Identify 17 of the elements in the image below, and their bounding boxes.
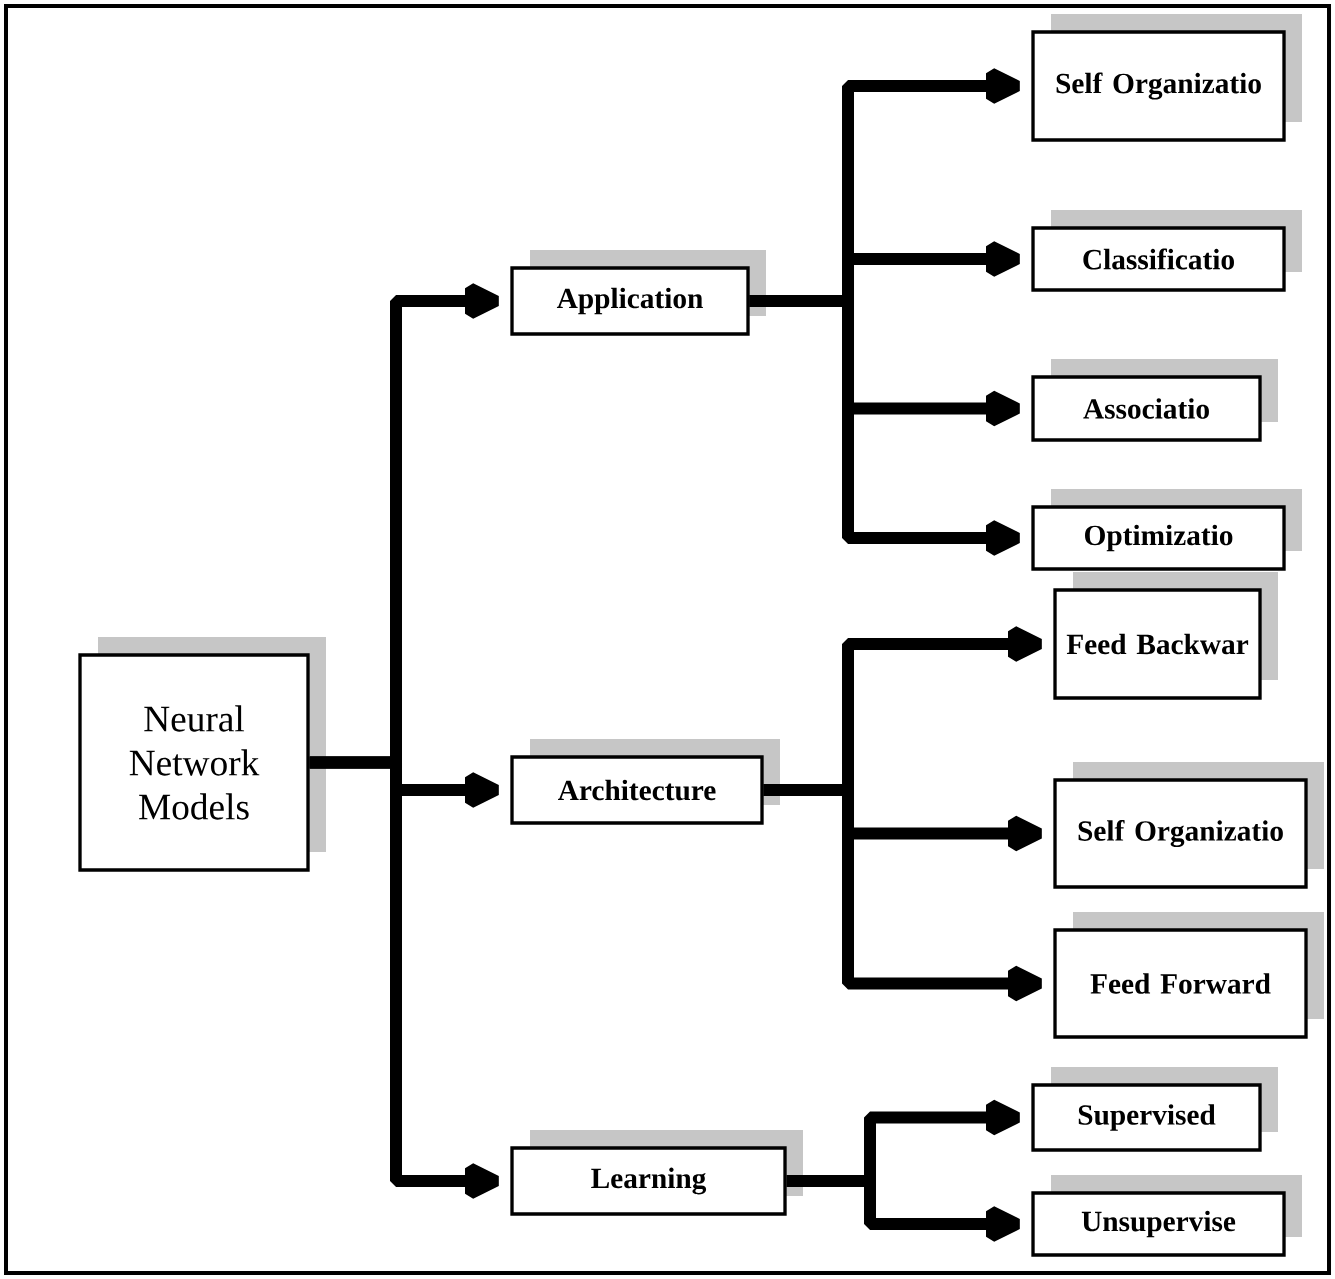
category-box: Application [510, 250, 766, 336]
category-box: Supervised [1031, 1067, 1278, 1152]
arrow [749, 295, 1023, 557]
arrow [309, 756, 502, 1200]
arrow [763, 784, 1045, 1002]
root-box: Neural Network Models [78, 637, 326, 872]
category-box: Classificatio [1031, 210, 1302, 292]
category-box: Architecture [510, 739, 780, 825]
category-box: Unsupervise [1031, 1175, 1302, 1257]
category-box: Associatio [1031, 359, 1278, 442]
category-box: Feed Backwar [1053, 572, 1278, 700]
arrow [786, 1175, 1023, 1243]
category-box: Self Organizatio [1053, 762, 1324, 889]
category-box: Self Organizatio [1031, 14, 1302, 142]
category-box: Feed Forward [1053, 912, 1324, 1039]
category-box: Learning [510, 1130, 803, 1216]
category-box: Optimizatio [1031, 489, 1302, 571]
